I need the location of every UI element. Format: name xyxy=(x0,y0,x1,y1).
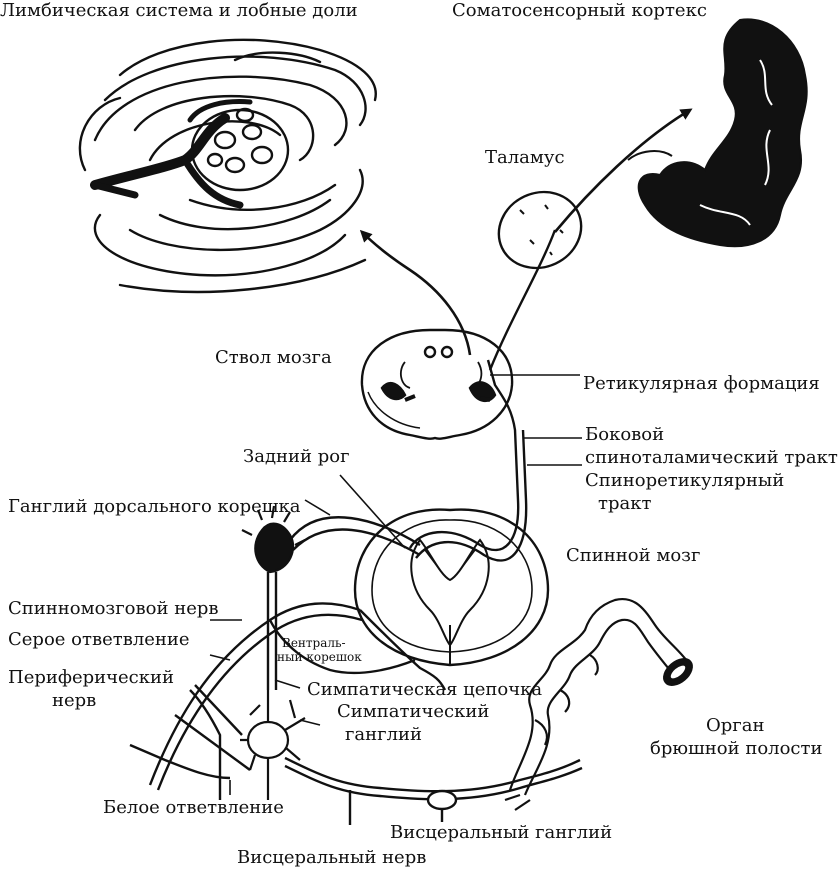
label-spinal-nerve: Спинномозговой нерв xyxy=(8,598,219,619)
label-organ-line2: брюшной полости xyxy=(650,738,822,759)
label-dorsal-horn: Задний рог xyxy=(243,446,350,467)
sympathetic-ganglion-illustration xyxy=(240,690,305,800)
label-ventral-root-line2: ный корешок xyxy=(277,651,362,664)
label-sympathetic-ganglion-line1: Симпатический xyxy=(337,701,489,722)
label-white-ramus: Белое ответвление xyxy=(103,797,284,818)
label-limbic-system: Лимбическая система и лобные доли xyxy=(0,0,358,21)
label-dorsal-root-ganglion: Ганглий дорсального корешка xyxy=(8,496,301,517)
label-somatosensory-cortex: Соматосенсорный кортекс xyxy=(452,0,707,21)
label-brainstem: Ствол мозга xyxy=(215,347,332,368)
label-spinal-cord: Спинной мозг xyxy=(566,545,700,566)
label-spinoreticular-line2: тракт xyxy=(598,493,651,514)
label-reticular-formation: Ретикулярная формация xyxy=(583,373,820,394)
label-ventral-root-line1: Вентраль- xyxy=(282,637,346,650)
label-visceral-ganglion: Висцеральный ганглий xyxy=(390,822,612,843)
label-gray-ramus: Серое ответвление xyxy=(8,629,190,650)
limbic-system-illustration xyxy=(80,40,376,292)
label-peripheral-nerve-line1: Периферический xyxy=(8,667,174,688)
label-sympathetic-ganglion-line2: ганглий xyxy=(345,724,422,745)
label-organ-line1: Орган xyxy=(706,715,764,736)
label-lateral-tract-line2: спиноталамический тракт xyxy=(585,447,838,468)
label-sympathetic-chain: Симпатическая цепочка xyxy=(307,679,542,700)
label-lateral-tract-line1: Боковой xyxy=(585,424,664,445)
label-visceral-nerve: Висцеральный нерв xyxy=(237,847,426,868)
label-thalamus: Таламус xyxy=(485,147,565,168)
brainstem-illustration xyxy=(362,330,512,439)
label-peripheral-nerve-line2: нерв xyxy=(52,690,96,711)
arrow-to-limbic-system xyxy=(362,232,470,355)
label-spinoreticular-line1: Спиноретикулярный xyxy=(585,470,784,491)
